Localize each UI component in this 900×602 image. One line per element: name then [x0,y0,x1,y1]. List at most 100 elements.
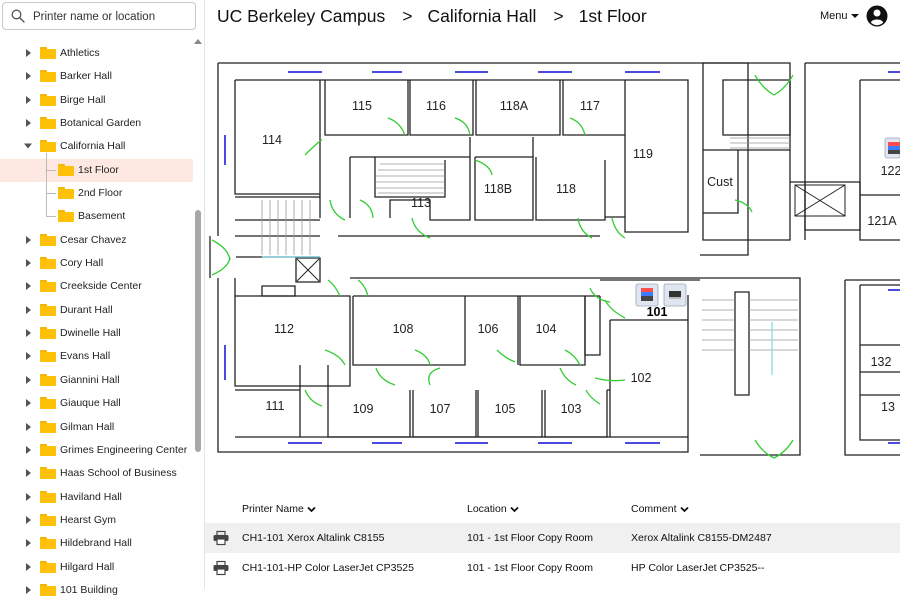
search-box[interactable] [2,2,196,30]
printer-color-icon[interactable] [884,137,900,159]
folder-icon [40,257,56,270]
table-row[interactable]: CH1-101-HP Color LaserJet CP3525 101 - 1… [205,553,900,583]
room-label[interactable]: 105 [495,402,516,416]
tree-item-building[interactable]: Botanical Garden [0,112,193,135]
room-label[interactable]: 132 [871,355,892,369]
tree-item-building[interactable]: Giauque Hall [0,392,193,415]
search-input[interactable] [33,7,191,27]
room-label[interactable]: 122 [881,164,900,178]
room-label[interactable]: 101 [647,305,668,319]
tree-item-floor[interactable]: 1st Floor [0,158,193,183]
tree-item-label: Barker Hall [60,70,112,83]
tree-item-building[interactable]: Barker Hall [0,65,193,88]
chevron-right-icon[interactable] [24,72,32,81]
folder-icon [40,140,56,153]
room-label[interactable]: 121A [867,214,897,228]
chevron-right-icon[interactable] [24,539,32,548]
tree-item-building[interactable]: Cory Hall [0,252,193,275]
room-label[interactable]: Cust [707,175,733,189]
breadcrumb-campus[interactable]: UC Berkeley Campus [217,6,386,26]
room-label[interactable]: 117 [580,99,600,113]
scrollbar-thumb[interactable] [195,210,201,452]
chevron-right-icon[interactable] [24,562,32,571]
room-label[interactable]: 108 [393,322,414,336]
column-header-printer-name[interactable]: Printer Name [242,503,316,515]
chevron-right-icon[interactable] [24,422,32,431]
chevron-right-icon[interactable] [24,375,32,384]
room-label[interactable]: 118B [484,182,512,196]
tree-item-building[interactable]: 101 Building [0,579,193,602]
chevron-right-icon[interactable] [24,305,32,314]
room-label[interactable]: 118A [500,99,529,113]
room-label[interactable]: 102 [631,371,652,385]
search-icon [11,9,25,23]
tree-item-building[interactable]: Dwinelle Hall [0,322,193,345]
account-icon[interactable] [866,5,888,27]
chevron-right-icon[interactable] [24,445,32,454]
tree-item-building[interactable]: Haas School of Business [0,462,193,485]
room-label[interactable]: 106 [478,322,499,336]
tree-item-building[interactable]: Evans Hall [0,345,193,368]
printer-mono-icon[interactable] [663,283,687,307]
tree-item-building[interactable]: Athletics [0,42,193,65]
room-label[interactable]: 118 [556,182,576,196]
column-header-location[interactable]: Location [467,503,519,515]
tree-item-building[interactable]: Durant Hall [0,299,193,322]
printer-icon [213,530,229,546]
tree-guide-line [46,216,56,218]
tree-item-building[interactable]: Creekside Center [0,275,193,298]
tree-item-building[interactable]: Birge Hall [0,89,193,112]
menu-button[interactable]: Menu [820,10,848,22]
chevron-right-icon[interactable] [24,235,32,244]
chevron-down-icon[interactable] [851,14,859,18]
room-label[interactable]: 107 [430,402,451,416]
tree-item-building[interactable]: Giannini Hall [0,369,193,392]
chevron-right-icon[interactable] [24,399,32,408]
tree-item-building[interactable]: Grimes Engineering Center [0,439,193,462]
chevron-right-icon[interactable] [24,585,32,594]
tree-item-building[interactable]: Cesar Chavez [0,229,193,252]
tree-item-floor[interactable]: Basement [0,205,193,228]
room-label[interactable]: 119 [633,147,653,161]
tree-item-building[interactable]: Haviland Hall [0,486,193,509]
chevron-right-icon[interactable] [24,515,32,524]
chevron-down-icon[interactable] [24,142,32,150]
room-label[interactable]: 116 [426,99,446,113]
comment-cell: Xerox Altalink C8155-DM2487 [631,532,772,544]
column-header-comment[interactable]: Comment [631,503,689,515]
tree-item-building[interactable]: California Hall [0,135,193,158]
room-label[interactable]: 115 [352,99,372,113]
tree-item-building[interactable]: Hildebrand Hall [0,532,193,555]
scroll-up-arrow[interactable] [194,39,202,44]
tree-item-building[interactable]: Hilgard Hall [0,556,193,579]
chevron-right-icon[interactable] [24,352,32,361]
room-label[interactable]: 103 [561,402,582,416]
folder-icon [40,443,56,456]
floor-plan[interactable]: 115 116 118A 117 114 119 118B 118 113 Cust 122 121A… [205,40,900,482]
chevron-right-icon[interactable] [24,259,32,268]
room-label[interactable]: 104 [536,322,557,336]
breadcrumb-building[interactable]: California Hall [427,6,537,26]
table-row[interactable]: CH1-101 Xerox Altalink C8155 101 - 1st F… [205,523,900,553]
folder-icon [40,280,56,293]
tree-item-floor[interactable]: 2nd Floor [0,182,193,205]
chevron-right-icon[interactable] [24,469,32,478]
folder-icon [40,467,56,480]
room-label[interactable]: 109 [353,402,374,416]
room-label[interactable]: 114 [262,133,282,147]
chevron-right-icon[interactable] [24,492,32,501]
chevron-right-icon[interactable] [24,282,32,291]
room-label[interactable]: 112 [274,322,294,336]
room-label[interactable]: 113 [411,196,431,210]
room-label[interactable]: 111 [265,399,284,413]
printer-color-icon[interactable] [635,283,659,307]
tree-item-building[interactable]: Gilman Hall [0,416,193,439]
chevron-right-icon[interactable] [24,49,32,57]
chevron-right-icon[interactable] [24,95,32,104]
chevron-right-icon[interactable] [24,119,32,128]
tree-item-building[interactable]: Hearst Gym [0,509,193,532]
room-label[interactable]: 13 [881,400,895,414]
chevron-right-icon[interactable] [24,329,32,338]
